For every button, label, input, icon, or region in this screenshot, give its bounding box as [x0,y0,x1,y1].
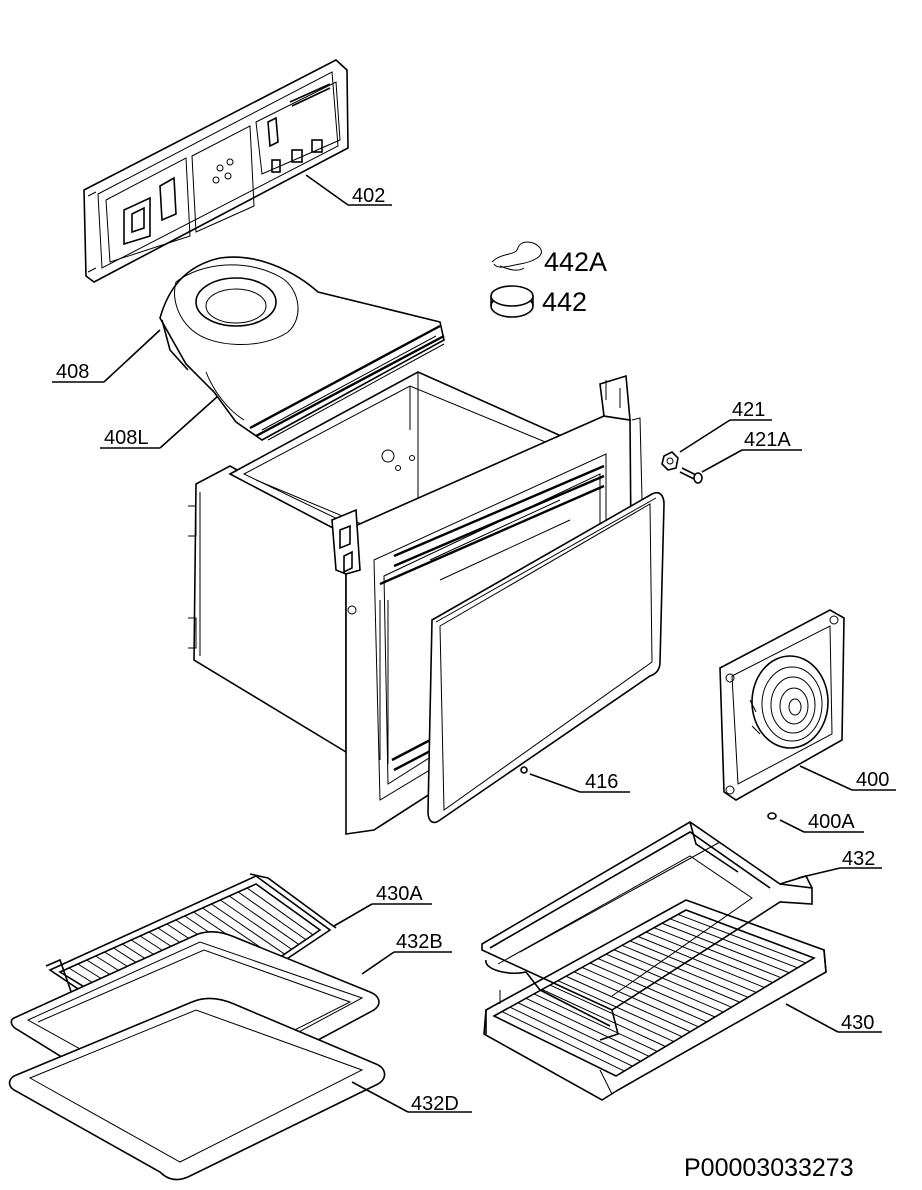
label-421a: 421A [744,429,791,451]
rack-wire [533,993,658,1052]
label-408: 408 [56,361,89,383]
label-432b: 432B [396,931,443,953]
rack-wire [581,966,707,1023]
rack-wire [589,962,716,1018]
rack-wire [613,949,740,1003]
part-442-lamp-cover[interactable] [490,285,534,318]
part-421-nut[interactable] [661,451,679,471]
shelf-wire [220,899,292,950]
part-400-convection-fan[interactable] [719,609,845,801]
label-400a: 400A [808,811,855,833]
rack-wire [565,975,691,1033]
part-442a-wire-clip[interactable] [491,241,542,271]
rack-wire [629,940,757,993]
part-421a-screw[interactable] [679,467,703,484]
rack-wire [541,989,666,1047]
rack-wire [517,1002,641,1062]
label-442: 442 [542,287,587,317]
label-442a: 442A [544,247,607,277]
label-432d: 432D [411,1093,459,1115]
rack-wire [557,980,683,1038]
drawing-code: P00003033273 [684,1154,854,1182]
label-402: 402 [352,185,385,207]
rack-wire [669,918,798,969]
rack-wire [653,927,782,979]
label-421: 421 [732,399,765,421]
rack-wire [645,931,773,984]
shelf-wire [246,887,314,936]
label-416: 416 [585,771,618,793]
rack-wire [661,922,790,974]
part-430-rack[interactable] [483,899,827,1101]
shelf-wire [211,903,285,955]
rack-wire [597,958,724,1013]
rack-wire [525,997,650,1057]
part-432d-deep-tray[interactable] [8,997,386,1181]
rack-wire [501,1011,625,1072]
rack-wire [605,953,732,1008]
rack-wire [549,984,674,1043]
part-402-control-panel[interactable] [83,59,349,283]
part-408-fan-duct[interactable] [159,256,445,441]
rack-wire [621,944,749,998]
label-400: 400 [856,769,889,791]
part-400a-screw[interactable] [767,812,777,820]
rack-wire [509,1006,633,1067]
rack-wire [573,971,699,1028]
rack-wire [637,936,765,988]
part-416-door-seal[interactable] [427,491,665,824]
shelf-wire [237,891,307,941]
shelf-wire [228,895,300,945]
label-408l: 408L [104,427,149,449]
part-432-telescopic-runner[interactable] [481,821,813,1041]
label-430a: 430A [376,883,423,905]
rack-wire [677,913,806,964]
label-432: 432 [842,848,875,870]
label-430: 430 [841,1012,874,1034]
